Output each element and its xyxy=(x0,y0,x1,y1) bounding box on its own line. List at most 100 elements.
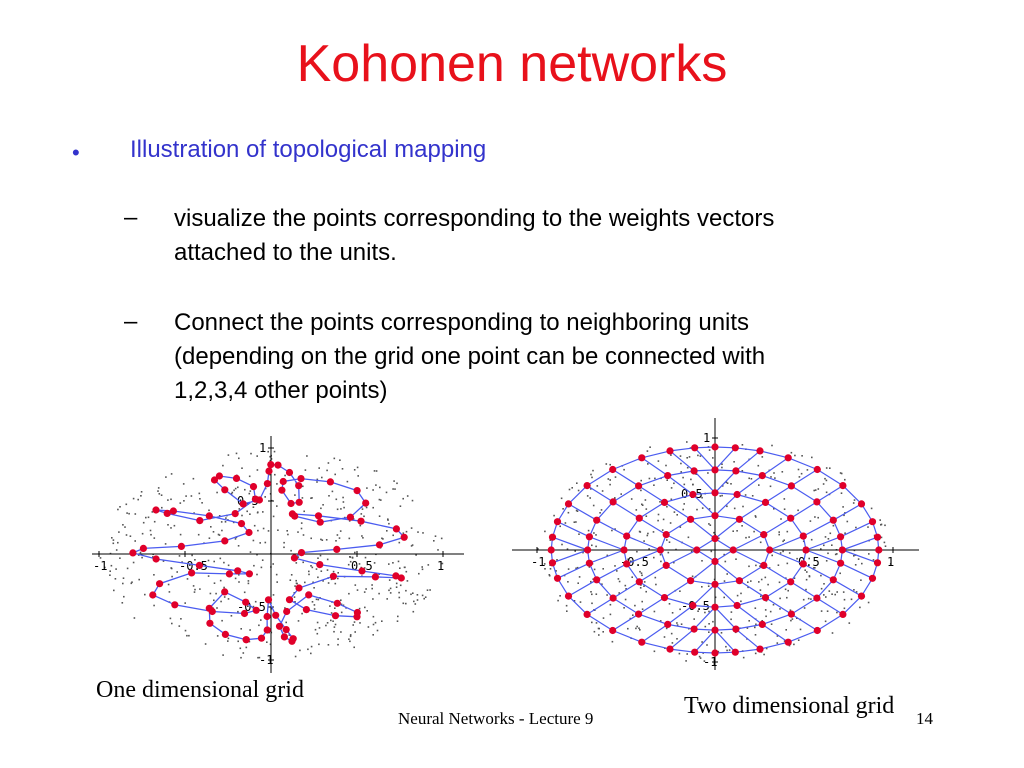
sample-point xyxy=(776,635,779,637)
sample-point xyxy=(798,476,801,478)
sample-point xyxy=(794,454,796,457)
sample-point xyxy=(208,537,211,539)
sample-point xyxy=(713,531,715,534)
sample-point xyxy=(238,581,240,583)
sample-point xyxy=(244,488,246,491)
sample-point xyxy=(867,526,869,528)
sample-point xyxy=(122,577,125,579)
mesh-link xyxy=(664,493,694,503)
unit-node xyxy=(729,546,737,554)
sample-point xyxy=(181,561,183,563)
unit-node xyxy=(305,591,313,599)
sample-point xyxy=(151,511,154,513)
sample-point xyxy=(817,488,820,490)
sample-point xyxy=(557,599,559,602)
sample-point xyxy=(701,507,704,509)
sample-point xyxy=(310,537,312,540)
sample-point xyxy=(266,641,268,643)
sample-point xyxy=(592,504,595,507)
sample-point xyxy=(269,473,271,476)
sample-point xyxy=(372,598,374,600)
sample-point xyxy=(726,649,728,652)
mesh-link xyxy=(840,521,873,538)
unit-node xyxy=(656,546,664,554)
sample-point xyxy=(215,592,217,595)
sample-point xyxy=(157,490,159,492)
sample-point xyxy=(310,645,313,648)
mesh-link xyxy=(641,641,671,650)
sample-point xyxy=(746,627,749,629)
sample-point xyxy=(593,568,596,571)
sample-point xyxy=(760,578,763,581)
mesh-link xyxy=(638,581,665,599)
sample-point xyxy=(264,496,266,498)
sample-point xyxy=(357,475,359,477)
sample-point xyxy=(134,540,136,542)
sample-point xyxy=(225,517,227,519)
sample-point xyxy=(659,620,662,622)
sample-point xyxy=(423,597,425,600)
sample-point xyxy=(618,592,620,594)
sample-point xyxy=(184,602,186,604)
mesh-link xyxy=(667,475,694,495)
mesh-link xyxy=(664,501,691,520)
sample-point xyxy=(117,508,119,511)
sample-point xyxy=(130,582,133,585)
sample-point xyxy=(173,524,176,527)
sample-point xyxy=(639,570,641,573)
sample-point xyxy=(316,481,318,483)
unit-node xyxy=(163,509,171,517)
mesh-link xyxy=(790,517,804,537)
sample-point xyxy=(595,593,598,595)
unit-node xyxy=(397,574,405,582)
unit-node xyxy=(585,559,593,567)
sample-point xyxy=(306,455,308,457)
unit-node xyxy=(635,578,643,586)
sample-point xyxy=(373,562,376,564)
sample-point xyxy=(227,640,229,642)
sample-point xyxy=(827,552,829,555)
sample-point xyxy=(406,495,409,497)
sample-point xyxy=(742,656,745,659)
mesh-link xyxy=(586,613,614,632)
unit-node xyxy=(548,533,557,541)
sample-point xyxy=(356,466,359,469)
sample-point xyxy=(645,515,648,517)
footer-lecture: Neural Networks - Lecture 9 xyxy=(398,709,594,728)
mesh-link xyxy=(842,595,862,615)
sample-point xyxy=(125,503,128,506)
unit-node xyxy=(333,599,341,607)
sample-point xyxy=(624,584,627,587)
sample-point xyxy=(185,495,187,497)
mesh-link xyxy=(669,648,695,653)
sample-point xyxy=(167,583,170,586)
sample-point xyxy=(348,520,351,522)
sample-point xyxy=(387,519,389,521)
sample-point xyxy=(852,502,855,504)
sample-point xyxy=(870,507,873,510)
mesh-link xyxy=(790,501,818,519)
mesh-link xyxy=(690,560,716,582)
sample-point xyxy=(237,486,239,489)
sample-point xyxy=(201,502,203,504)
sample-point xyxy=(680,471,682,473)
sample-point xyxy=(364,606,366,609)
sample-point xyxy=(697,454,699,457)
sample-point xyxy=(773,472,775,474)
sample-point xyxy=(721,466,723,469)
sample-point xyxy=(834,553,837,556)
sample-point xyxy=(405,589,407,592)
sample-point xyxy=(596,485,599,487)
sample-point xyxy=(872,559,875,561)
sample-point xyxy=(441,562,444,565)
sample-point xyxy=(289,579,292,581)
mesh-link xyxy=(790,581,818,599)
unit-node xyxy=(839,482,847,490)
sample-point xyxy=(353,646,355,649)
mesh-link xyxy=(694,629,716,653)
sample-point xyxy=(372,634,374,636)
sample-point xyxy=(137,554,140,556)
sample-point xyxy=(607,478,610,480)
mesh-link xyxy=(803,563,834,581)
sample-point xyxy=(645,590,647,593)
